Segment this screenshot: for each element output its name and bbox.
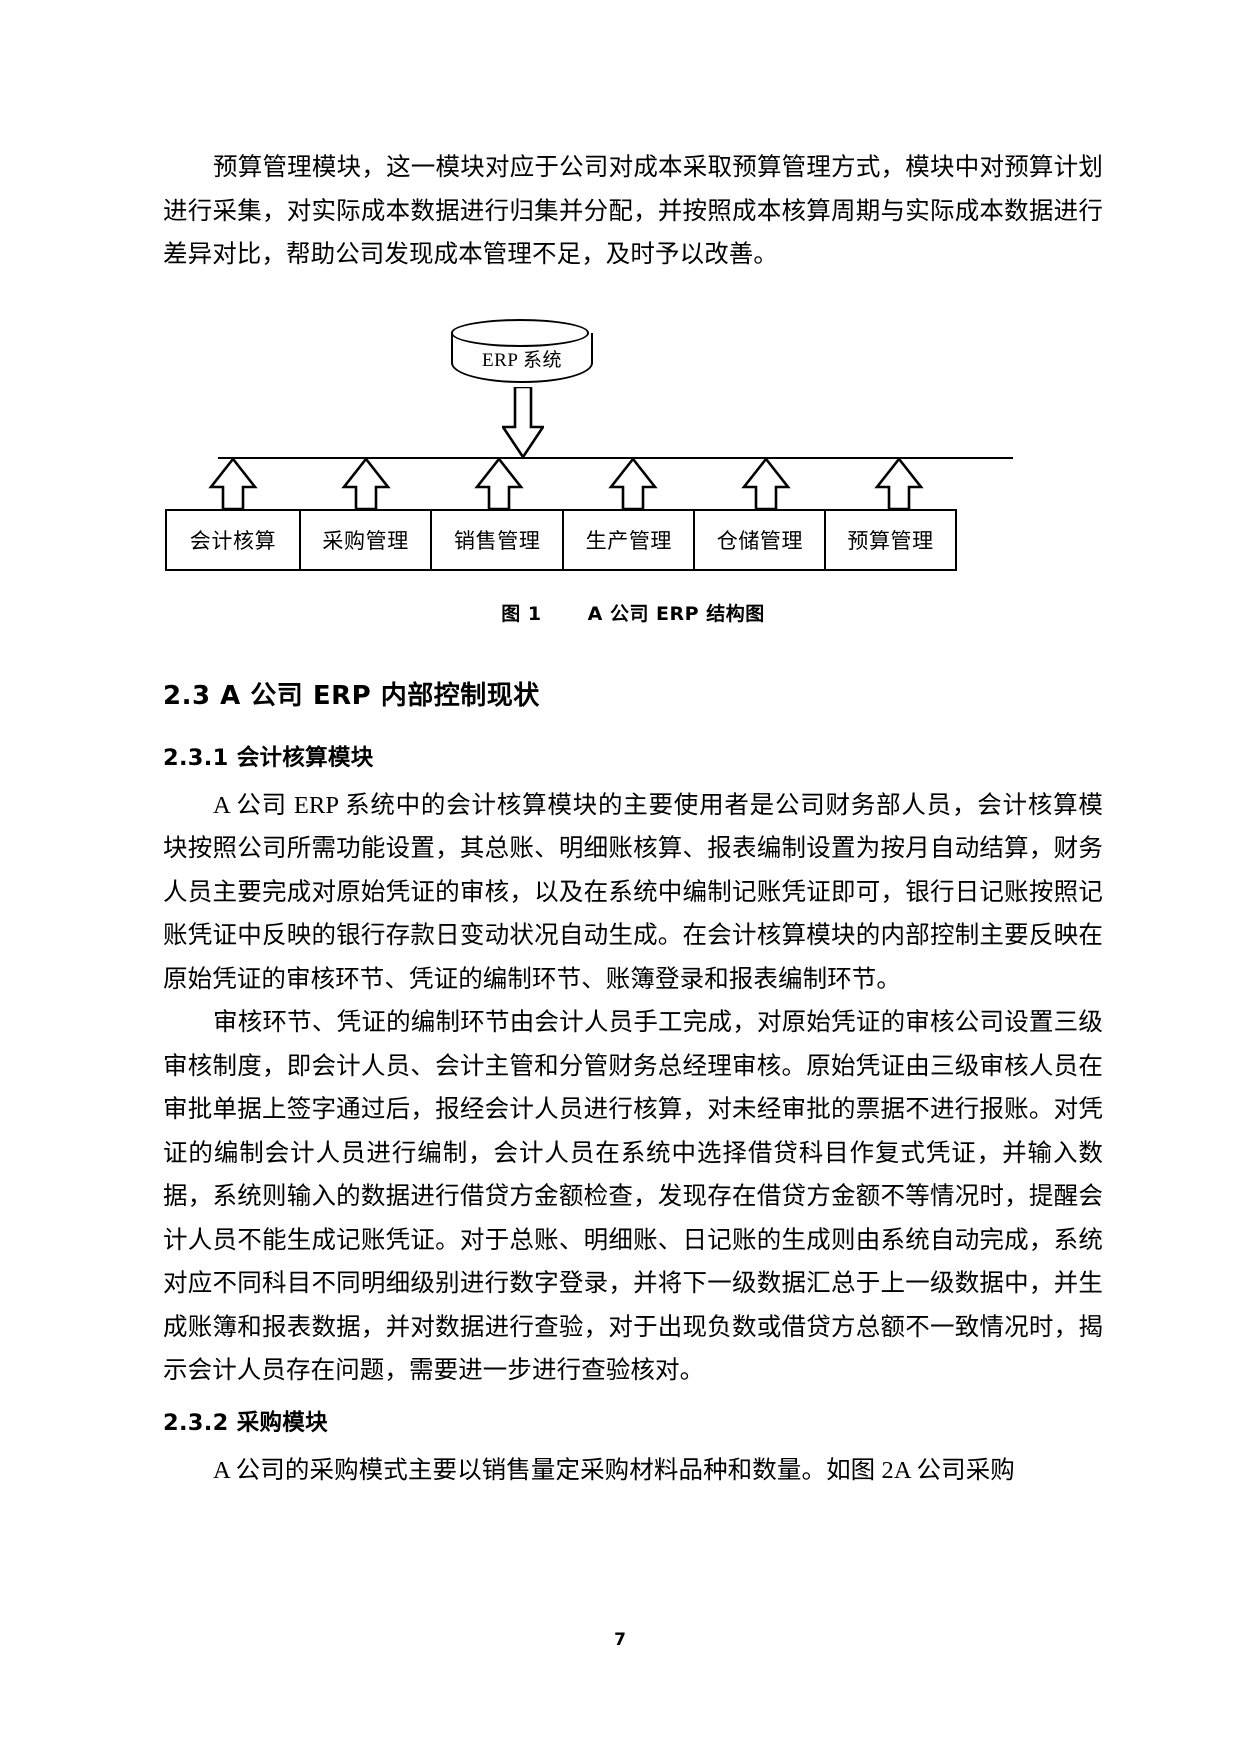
figure-caption-number: 图 1 (501, 602, 542, 625)
module-box-sales[interactable]: 销售管理 (430, 508, 565, 571)
module-label: 生产管理 (585, 528, 673, 553)
module-box-purchasing[interactable]: 采购管理 (298, 508, 433, 571)
page-number: 7 (614, 1630, 626, 1650)
up-block-arrow-icon (741, 458, 791, 510)
erp-system-label: ERP 系统 (482, 349, 562, 371)
up-block-arrow-icon (341, 458, 391, 510)
bus-line (218, 456, 1013, 459)
module-label: 会计核算 (189, 528, 277, 553)
page-content: 预算管理模块，这一模块对应于公司对成本采取预算管理方式，模块中对预算计划进行采集… (163, 0, 1103, 1492)
module-box-accounting[interactable]: 会计核算 (165, 508, 301, 571)
erp-system-cylinder: ERP 系统 (451, 318, 593, 391)
module-label: 销售管理 (454, 528, 541, 553)
up-block-arrow-icon (474, 458, 524, 510)
paragraph-accounting-module-1: A 公司 ERP 系统中的会计核算模块的主要使用者是公司财务部人员，会计核算模块… (163, 791, 1103, 993)
module-box-warehouse[interactable]: 仓储管理 (693, 508, 827, 571)
module-label: 采购管理 (322, 528, 409, 553)
up-block-arrow-icon (608, 458, 658, 510)
module-box-row: 会计核算 采购管理 销售管理 生产管理 仓储管理 预算管理 (163, 508, 1103, 571)
heading-2-3-2: 2.3.2 采购模块 (163, 1409, 328, 1436)
module-label: 仓储管理 (716, 528, 804, 553)
heading-2-3: 2.3 A 公司 ERP 内部控制现状 (163, 680, 540, 711)
cylinder-top-ellipse (451, 318, 589, 347)
paragraph-purchase-module-1: A 公司的采购模式主要以销售量定采购材料品种和数量。如图 2A 公司采购 (213, 1456, 1015, 1484)
module-box-production[interactable]: 生产管理 (561, 508, 696, 571)
figure-caption: 图 1 A 公司 ERP 结构图 (163, 599, 1103, 626)
down-block-arrow-icon (502, 386, 544, 459)
up-block-arrow-icon (874, 458, 924, 510)
figure-erp-structure: ERP 系统 (163, 311, 1103, 641)
paragraph-budget-module: 预算管理模块，这一模块对应于公司对成本采取预算管理方式，模块中对预算计划进行采集… (163, 154, 1103, 268)
heading-2-3-1: 2.3.1 会计核算模块 (163, 744, 374, 771)
figure-caption-title: A 公司 ERP 结构图 (587, 602, 765, 625)
up-block-arrow-icon (208, 458, 258, 510)
paragraph-accounting-module-2: 审核环节、凭证的编制环节由会计人员手工完成，对原始凭证的审核公司设置三级审核制度… (163, 1009, 1103, 1384)
module-label: 预算管理 (847, 528, 934, 553)
module-box-budget[interactable]: 预算管理 (824, 508, 958, 571)
